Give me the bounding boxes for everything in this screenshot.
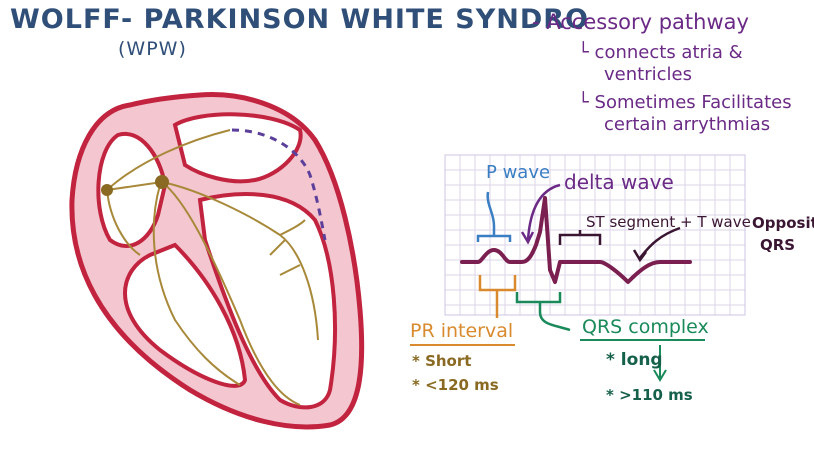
opposite-qrs-label: QRS [760, 236, 796, 254]
pr-short-label: * Short [412, 352, 472, 370]
right-ventricle [123, 242, 248, 388]
accessory-pathway [231, 128, 327, 241]
pr-interval-label: PR interval [410, 320, 514, 342]
delta-wave-label: delta wave [564, 170, 674, 194]
conduction-bachmann [106, 129, 231, 191]
qrs-duration-label: * >110 ms [606, 386, 693, 404]
delta-wave-arrow [520, 183, 561, 245]
opposite-label: Opposite [752, 214, 814, 232]
p-wave-bracket [476, 191, 512, 242]
long-arrow [653, 345, 667, 382]
conduction-lv-fibers [269, 219, 306, 276]
conduction-right-branch [152, 184, 241, 386]
page-title: WOLFF- PARKINSON WHITE SYNDRO [10, 4, 589, 35]
conduction-atrial-branch [106, 189, 141, 256]
note-facilitates: └ Sometimes Facilitates [578, 92, 792, 113]
conduction-internodal [106, 181, 163, 191]
pr-duration-label: * <120 ms [412, 376, 499, 394]
st-bracket [558, 230, 602, 245]
p-wave-label: P wave [486, 162, 551, 183]
pr-bracket [478, 275, 517, 318]
note-ventricles: ventricles [604, 64, 692, 85]
st-arrow [632, 226, 681, 263]
left-ventricle [197, 192, 337, 410]
ecg-grid-border [444, 154, 746, 316]
qrs-complex-label: QRS complex [582, 316, 709, 338]
left-atrium [172, 112, 303, 184]
qrs-bracket [515, 292, 571, 332]
note-arrhythmias: certain arrythmias [604, 114, 771, 135]
sa-node [101, 184, 113, 196]
conduction-bundle-main [161, 181, 301, 406]
conduction-left-branch [161, 181, 319, 341]
st-segment-label: ST segment + T wave [586, 213, 751, 231]
av-node [155, 175, 169, 189]
ecg-trace [460, 196, 692, 284]
qrs-long-label: * long [606, 350, 663, 370]
page-subtitle: (WPW) [118, 38, 187, 60]
note-accessory-pathway: - Accessory pathway [532, 10, 749, 34]
note-connects: └ connects atria & [578, 42, 743, 63]
